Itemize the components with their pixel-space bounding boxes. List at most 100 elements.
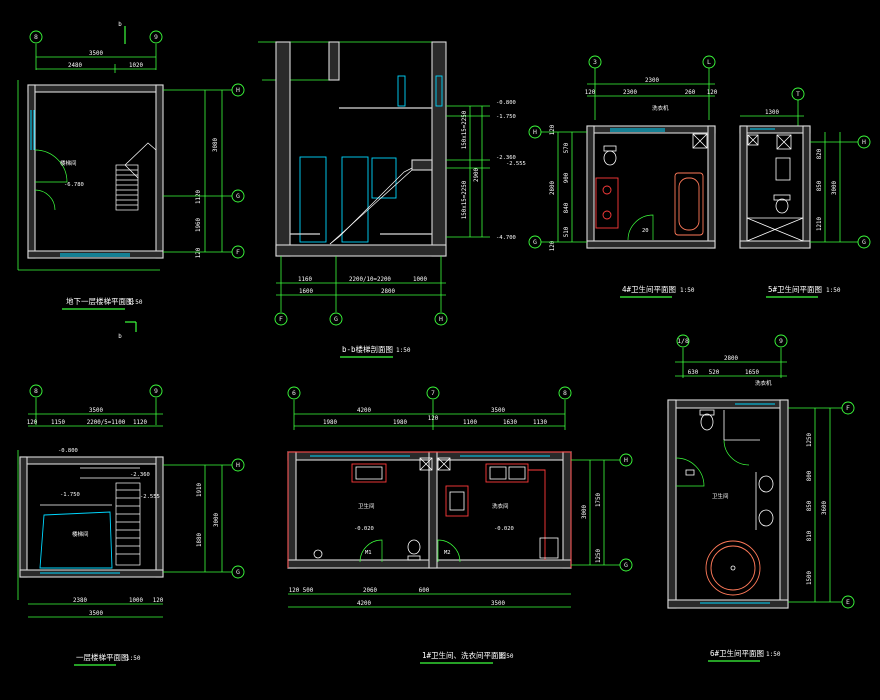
axis-bubble-F: F <box>841 401 855 415</box>
axis-bubble-L: L <box>702 55 716 69</box>
axis-bubble-1-8: 1/8 <box>676 334 690 348</box>
axis-bubble-F: F <box>274 312 288 326</box>
svg-text:9: 9 <box>154 33 158 41</box>
svg-text:M2: M2 <box>444 550 451 556</box>
svg-text:M1: M1 <box>365 550 372 556</box>
svg-text:510: 510 <box>564 226 570 237</box>
axis-bubble-H: H <box>231 83 245 97</box>
svg-text:L: L <box>707 58 711 66</box>
svg-text:3000: 3000 <box>582 505 588 519</box>
svg-text:-2.360: -2.360 <box>130 472 150 478</box>
dim-text: 1000 <box>413 277 427 283</box>
axis-bubble-G: G <box>528 235 542 249</box>
drawing-title: 地下一层楼梯平面图 <box>66 296 134 306</box>
svg-text:H: H <box>533 128 537 136</box>
axis-bubble-H: H <box>231 458 245 472</box>
svg-text:1910: 1910 <box>197 483 203 497</box>
svg-text:900: 900 <box>564 172 570 183</box>
dim-text: 1020 <box>129 63 143 69</box>
elevation-marks: -0.800 -1.750 -2.360 -2.555 -4.700 <box>446 100 526 241</box>
drawing-scale: 1:50 <box>126 655 141 662</box>
svg-text:1250: 1250 <box>807 433 813 447</box>
svg-text:2800: 2800 <box>724 356 738 362</box>
dim-text: 1600 <box>299 289 313 295</box>
svg-text:2800: 2800 <box>550 181 556 195</box>
svg-text:8: 8 <box>563 389 567 397</box>
svg-text:H: H <box>862 138 866 146</box>
svg-text:3500: 3500 <box>491 601 505 607</box>
svg-text:-0.800: -0.800 <box>496 100 516 106</box>
svg-text:洗衣机: 洗衣机 <box>652 104 669 112</box>
svg-text:2300: 2300 <box>645 78 659 84</box>
svg-text:3600: 3600 <box>822 501 828 515</box>
svg-text:H: H <box>624 456 628 464</box>
axis-bubble-3: 3 <box>588 55 602 69</box>
svg-text:-2.555: -2.555 <box>140 494 160 500</box>
svg-text:8: 8 <box>34 33 38 41</box>
drawing-title: 6#卫生间平面图 <box>710 648 764 658</box>
svg-text:-2.360: -2.360 <box>496 155 516 161</box>
svg-text:4200: 4200 <box>357 408 371 414</box>
dim-text: 3080 <box>213 138 219 152</box>
axis-bubble-G: G <box>231 189 245 203</box>
svg-text:1150: 1150 <box>51 420 65 426</box>
drawing-title: 4#卫生间平面图 <box>622 284 676 294</box>
svg-text:2200/5=1100: 2200/5=1100 <box>87 420 126 426</box>
elevation-marks: -0.800 -1.750 -2.360 -2.555 <box>58 448 160 500</box>
svg-text:20: 20 <box>642 228 649 234</box>
dim-text: 3500 <box>89 51 103 57</box>
svg-text:3500: 3500 <box>89 408 103 414</box>
axis-bubble-9: 9 <box>149 30 163 70</box>
svg-text:卫生间: 卫生间 <box>712 492 729 500</box>
drawing-scale: 1:50 <box>826 287 841 294</box>
svg-text:1650: 1650 <box>745 370 759 376</box>
first-stair-plan: 8 9 3500 1150 2200/5=1100 1120 120 楼梯间 <box>17 384 245 666</box>
svg-text:810: 810 <box>807 530 813 541</box>
svg-text:7: 7 <box>431 389 435 397</box>
svg-text:1250: 1250 <box>596 549 602 563</box>
svg-text:1000: 1000 <box>129 598 143 604</box>
svg-text:260: 260 <box>685 90 696 96</box>
section-mark-top: b <box>118 22 122 28</box>
svg-text:卫生间: 卫生间 <box>358 502 375 510</box>
svg-text:630: 630 <box>688 370 699 376</box>
svg-text:3000: 3000 <box>832 181 838 195</box>
svg-text:1980: 1980 <box>393 420 407 426</box>
svg-text:H: H <box>236 461 240 469</box>
svg-text:9: 9 <box>154 387 158 395</box>
axis-bubble-7: 7 <box>426 386 440 400</box>
svg-text:800: 800 <box>807 470 813 481</box>
svg-text:1100: 1100 <box>463 420 477 426</box>
svg-text:G: G <box>236 568 240 576</box>
svg-text:1630: 1630 <box>503 420 517 426</box>
axis-bubble-G: G <box>329 312 343 326</box>
svg-text:850: 850 <box>807 500 813 511</box>
dim-text: 1120 <box>196 190 202 204</box>
svg-text:G: G <box>533 238 537 246</box>
axis-bubble-E: E <box>841 595 855 609</box>
dim-text: 2200/10=2200 <box>349 277 391 283</box>
svg-text:-0.020: -0.020 <box>354 526 374 532</box>
svg-text:-2.555: -2.555 <box>506 161 526 167</box>
axis-bubble-G: G <box>619 558 633 572</box>
dim-text: 150x15=2250 <box>462 110 468 149</box>
axis-bubble-8: 8 <box>29 30 43 70</box>
bath5-plan: T 1300 820 850 1210 3000 H <box>739 87 871 298</box>
axis-bubble-9: 9 <box>149 384 163 398</box>
svg-text:120: 120 <box>289 588 300 594</box>
axis-bubble-F: F <box>231 245 245 259</box>
svg-text:570: 570 <box>564 142 570 153</box>
svg-text:1210: 1210 <box>817 217 823 231</box>
section-bb: -0.800 -1.750 -2.360 -2.555 -4.700 150x1… <box>258 41 526 358</box>
svg-text:F: F <box>846 404 850 412</box>
svg-text:1880: 1880 <box>197 533 203 547</box>
svg-text:3500: 3500 <box>491 408 505 414</box>
svg-text:E: E <box>846 598 850 606</box>
svg-text:1/8: 1/8 <box>677 337 689 345</box>
svg-text:2300: 2300 <box>623 90 637 96</box>
svg-text:120: 120 <box>550 124 556 135</box>
section-mark-bottom: b <box>118 334 122 340</box>
axis-bubble-G: G <box>231 565 245 579</box>
dim-text: 2800 <box>381 289 395 295</box>
svg-text:120: 120 <box>707 90 718 96</box>
